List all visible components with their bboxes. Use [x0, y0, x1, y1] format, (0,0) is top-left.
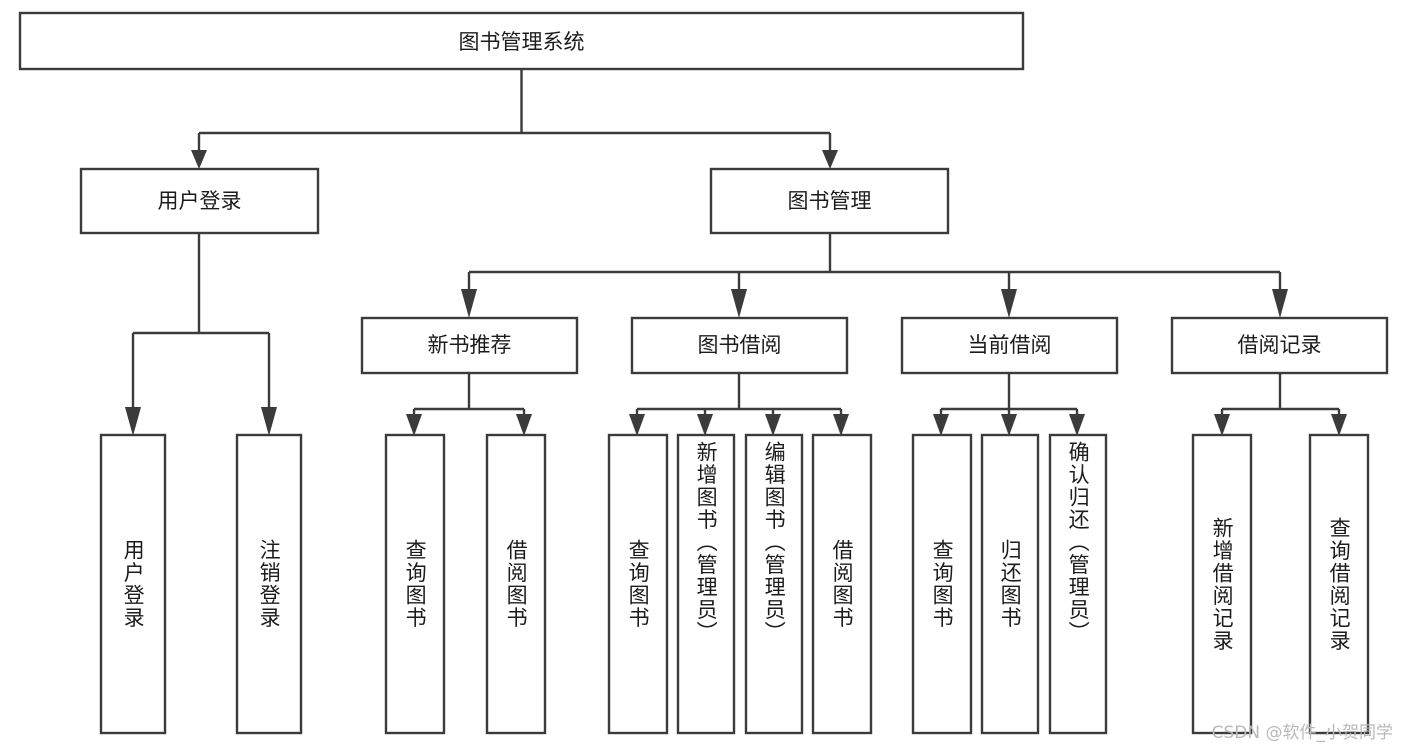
arrow-leaf-8-icon — [933, 414, 949, 436]
leaf-box-2[interactable] — [384, 433, 446, 735]
arrow-leaf-5-icon — [697, 414, 713, 436]
node-book-borrow-box[interactable] — [630, 316, 849, 375]
node-new-book-recommend-box[interactable] — [360, 316, 579, 375]
node-borrow-record-label: 借阅记录 — [1238, 333, 1322, 357]
leaf-box-3[interactable] — [485, 433, 547, 735]
arrow-to-book-manage-icon — [822, 150, 838, 169]
arrow-leaf-0-icon — [125, 407, 141, 436]
leaf-box-12[interactable] — [1308, 433, 1370, 735]
arrow-to-borrow-icon — [731, 289, 747, 318]
leaf-box-9[interactable] — [980, 433, 1040, 735]
arrow-leaf-2-icon — [406, 414, 422, 436]
leaf-box-5[interactable] — [676, 433, 736, 735]
arrow-leaf-6-icon — [765, 414, 781, 436]
leaf-box-10[interactable] — [1048, 433, 1108, 735]
leaf-box-4[interactable] — [607, 433, 669, 735]
nodes-layer: 图书管理系统 用户登录 图书管理 新书推荐 图书借阅 — [18, 11, 1389, 735]
leaf-box-1[interactable] — [235, 433, 303, 735]
node-user-login[interactable]: 用户登录 — [79, 167, 320, 235]
node-user-login-label: 用户登录 — [158, 189, 242, 213]
node-borrow-record-box[interactable] — [1170, 316, 1389, 375]
arrow-leaf-9-icon — [1001, 414, 1017, 436]
csdn-watermark: CSDN @软件_小贺同学 — [1211, 723, 1393, 743]
node-book-manage-box[interactable] — [709, 167, 950, 235]
leaf-box-0[interactable] — [99, 433, 167, 735]
arrow-leaf-1-icon — [261, 407, 277, 436]
node-borrow-record[interactable]: 借阅记录 — [1170, 316, 1389, 375]
arrow-to-user-login-icon — [191, 150, 207, 169]
arrow-to-current-icon — [1001, 289, 1017, 318]
node-book-manage[interactable]: 图书管理 — [709, 167, 950, 235]
node-current-borrow-label: 当前借阅 — [968, 333, 1052, 357]
arrow-leaf-10-icon — [1069, 414, 1085, 436]
arrow-leaf-12-icon — [1331, 414, 1347, 436]
node-user-login-box[interactable] — [79, 167, 320, 235]
arrow-leaf-4-icon — [629, 414, 645, 436]
node-book-borrow[interactable]: 图书借阅 — [630, 316, 849, 375]
node-book-borrow-label: 图书借阅 — [698, 333, 782, 357]
arrow-leaf-3-icon — [516, 414, 532, 436]
node-current-borrow[interactable]: 当前借阅 — [900, 316, 1119, 375]
arrow-to-record-icon — [1272, 289, 1288, 318]
node-new-book-recommend[interactable]: 新书推荐 — [360, 316, 579, 375]
node-root-label: 图书管理系统 — [459, 30, 585, 54]
leaf-box-6[interactable] — [744, 433, 804, 735]
node-root-box[interactable] — [18, 11, 1025, 71]
node-new-book-recommend-label: 新书推荐 — [428, 333, 512, 357]
leaf-box-11[interactable] — [1191, 433, 1253, 735]
arrow-leaf-11-icon — [1214, 414, 1230, 436]
leaf-box-7[interactable] — [811, 433, 873, 735]
edges-layer — [125, 69, 1347, 436]
arrow-leaf-7-icon — [833, 414, 849, 436]
leaf-box-8[interactable] — [911, 433, 973, 735]
node-current-borrow-box[interactable] — [900, 316, 1119, 375]
arrow-to-newbook-icon — [461, 289, 477, 318]
node-root[interactable]: 图书管理系统 — [18, 11, 1025, 71]
node-book-manage-label: 图书管理 — [788, 189, 872, 213]
